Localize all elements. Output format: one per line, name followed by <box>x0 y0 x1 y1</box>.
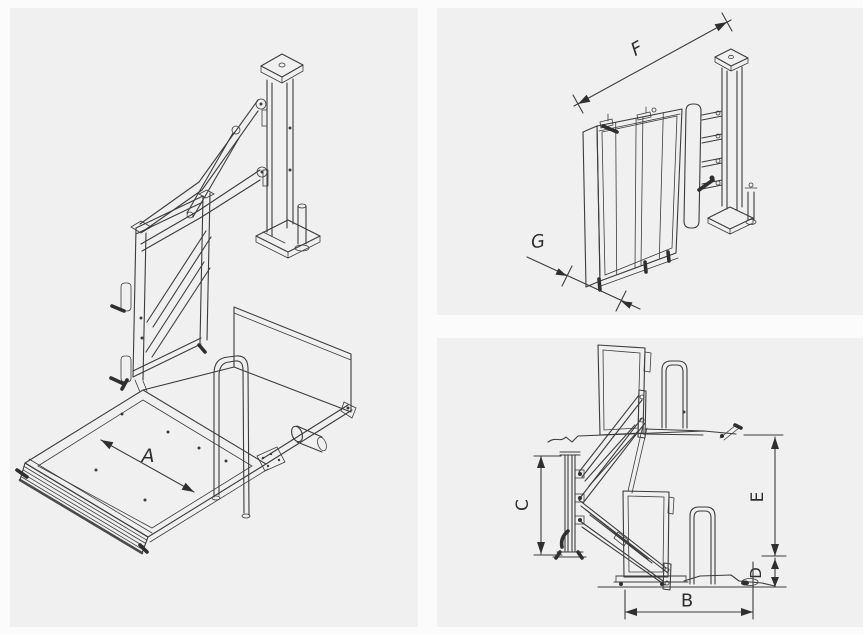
dimension-d: D <box>747 557 787 588</box>
platform-deck <box>24 366 353 543</box>
dim-label-c: C <box>513 499 533 511</box>
dimension-b: B <box>624 561 754 620</box>
folded-platform <box>582 103 702 292</box>
raised-position <box>597 344 706 439</box>
lower-arms <box>578 499 672 591</box>
panel-side-elevation: C E D <box>437 338 863 627</box>
dimension-c: C <box>513 455 563 556</box>
side-elevation-drawing: C E D <box>513 344 787 620</box>
vehicle-floor-line <box>547 423 743 443</box>
dimension-f: F <box>572 12 733 114</box>
panel-isometric-folded: F G <box>437 8 863 315</box>
dim-label-g: G <box>530 231 547 254</box>
panel-isometric-deployed: A <box>10 8 418 627</box>
lowered-position <box>613 490 716 586</box>
dim-label-e: E <box>748 492 768 503</box>
dim-label-d: D <box>747 567 765 579</box>
mast-folded <box>697 48 758 235</box>
splash-guard-wall <box>233 306 352 413</box>
isometric-deployed-drawing: A <box>15 53 357 555</box>
isometric-folded-drawing: F G <box>526 12 758 312</box>
handrail <box>211 355 251 519</box>
dim-label-a: A <box>140 445 155 467</box>
lift-arms <box>139 98 268 252</box>
mast-side <box>552 451 587 560</box>
dimension-e: E <box>743 434 787 557</box>
dim-label-f: F <box>627 37 647 61</box>
ground-and-sill <box>597 574 787 588</box>
dimension-a: A <box>100 439 195 493</box>
gate-frame <box>109 189 215 393</box>
upper-arms <box>578 394 648 504</box>
ramp-flap <box>15 462 149 555</box>
dimension-g: G <box>526 231 641 312</box>
dim-label-b: B <box>681 591 693 612</box>
bridge-plate-hardware <box>256 401 357 472</box>
folded-arm-links <box>701 110 723 190</box>
mast <box>255 53 321 259</box>
